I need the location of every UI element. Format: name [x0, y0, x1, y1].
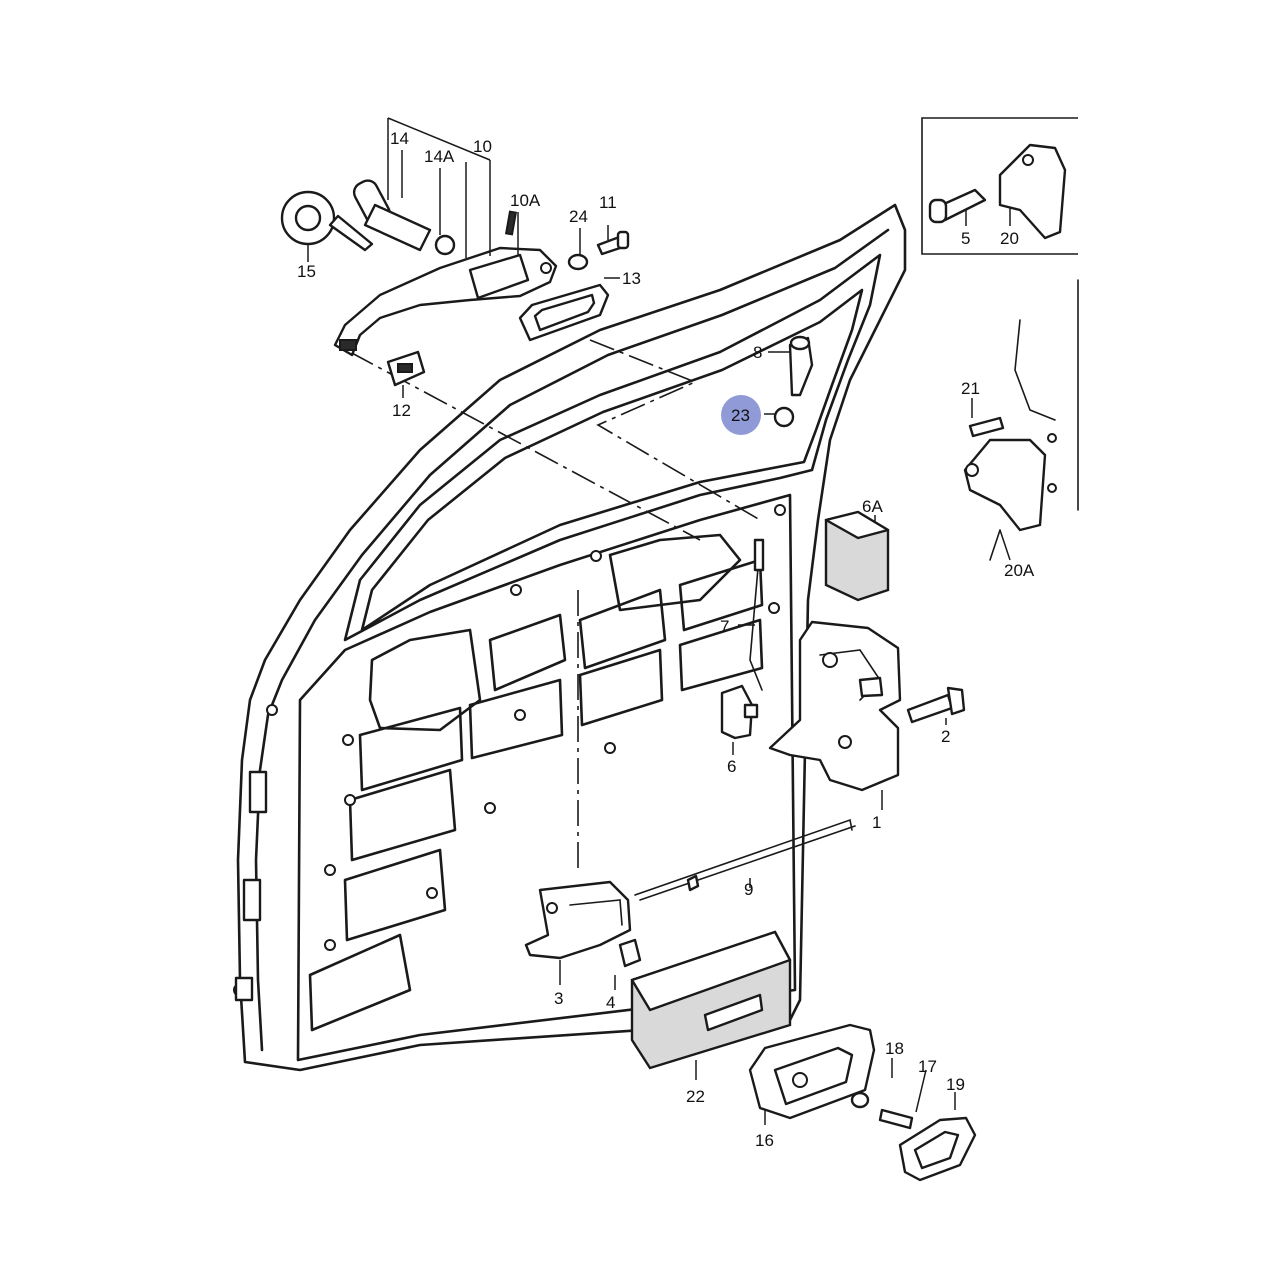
- foam-block-6a: [824, 510, 890, 602]
- label-13: 13: [622, 269, 641, 288]
- inner-handle-3: [524, 880, 642, 968]
- hinge-20a-group: [963, 279, 1079, 561]
- label-18: 18: [885, 1039, 904, 1058]
- label-17: 17: [918, 1057, 937, 1076]
- trim-screw-group: [850, 1091, 977, 1182]
- leader-lines: [307, 117, 1011, 1125]
- label-3: 3: [554, 989, 563, 1008]
- label-8: 8: [753, 343, 762, 362]
- door-shell: [233, 203, 907, 1072]
- screw-2: [906, 686, 966, 724]
- label-6a: 6A: [862, 497, 883, 516]
- latch-6: [720, 684, 759, 740]
- label-6: 6: [727, 757, 736, 776]
- label-9: 9: [744, 880, 753, 899]
- label-10a: 10A: [510, 191, 541, 210]
- label-4: 4: [606, 993, 615, 1012]
- label-14a: 14A: [424, 147, 455, 166]
- door-lock-body: [768, 620, 902, 792]
- label-2: 2: [941, 727, 950, 746]
- lock-knob-group: [721, 335, 814, 435]
- label-5: 5: [961, 229, 970, 248]
- label-19: 19: [946, 1075, 965, 1094]
- label-20: 20: [1000, 229, 1019, 248]
- label-14: 14: [390, 129, 409, 148]
- label-12: 12: [392, 401, 411, 420]
- exterior-handle-group: [280, 179, 630, 387]
- part-labels: 1 2 3 4 5 6 6A 7 8 9 10 10A 11 12 13 14 …: [297, 129, 1035, 1150]
- label-23: 23: [731, 406, 750, 425]
- inset-hinge-box: [921, 117, 1078, 255]
- label-22: 22: [686, 1087, 705, 1106]
- label-21: 21: [961, 379, 980, 398]
- lock-rod: [749, 538, 765, 691]
- label-15: 15: [297, 262, 316, 281]
- label-24: 24: [569, 207, 588, 226]
- inner-handle-bezel-16: [748, 1023, 876, 1120]
- alignment-lines: [349, 339, 761, 870]
- connecting-rod-9: [634, 818, 856, 901]
- label-10: 10: [473, 137, 492, 156]
- label-16: 16: [755, 1131, 774, 1150]
- highlight-marker: [721, 395, 761, 435]
- label-7: 7: [720, 617, 729, 636]
- foam-pad-22: [630, 930, 792, 1070]
- label-1: 1: [872, 813, 881, 832]
- label-11: 11: [599, 193, 617, 212]
- label-20a: 20A: [1004, 561, 1035, 580]
